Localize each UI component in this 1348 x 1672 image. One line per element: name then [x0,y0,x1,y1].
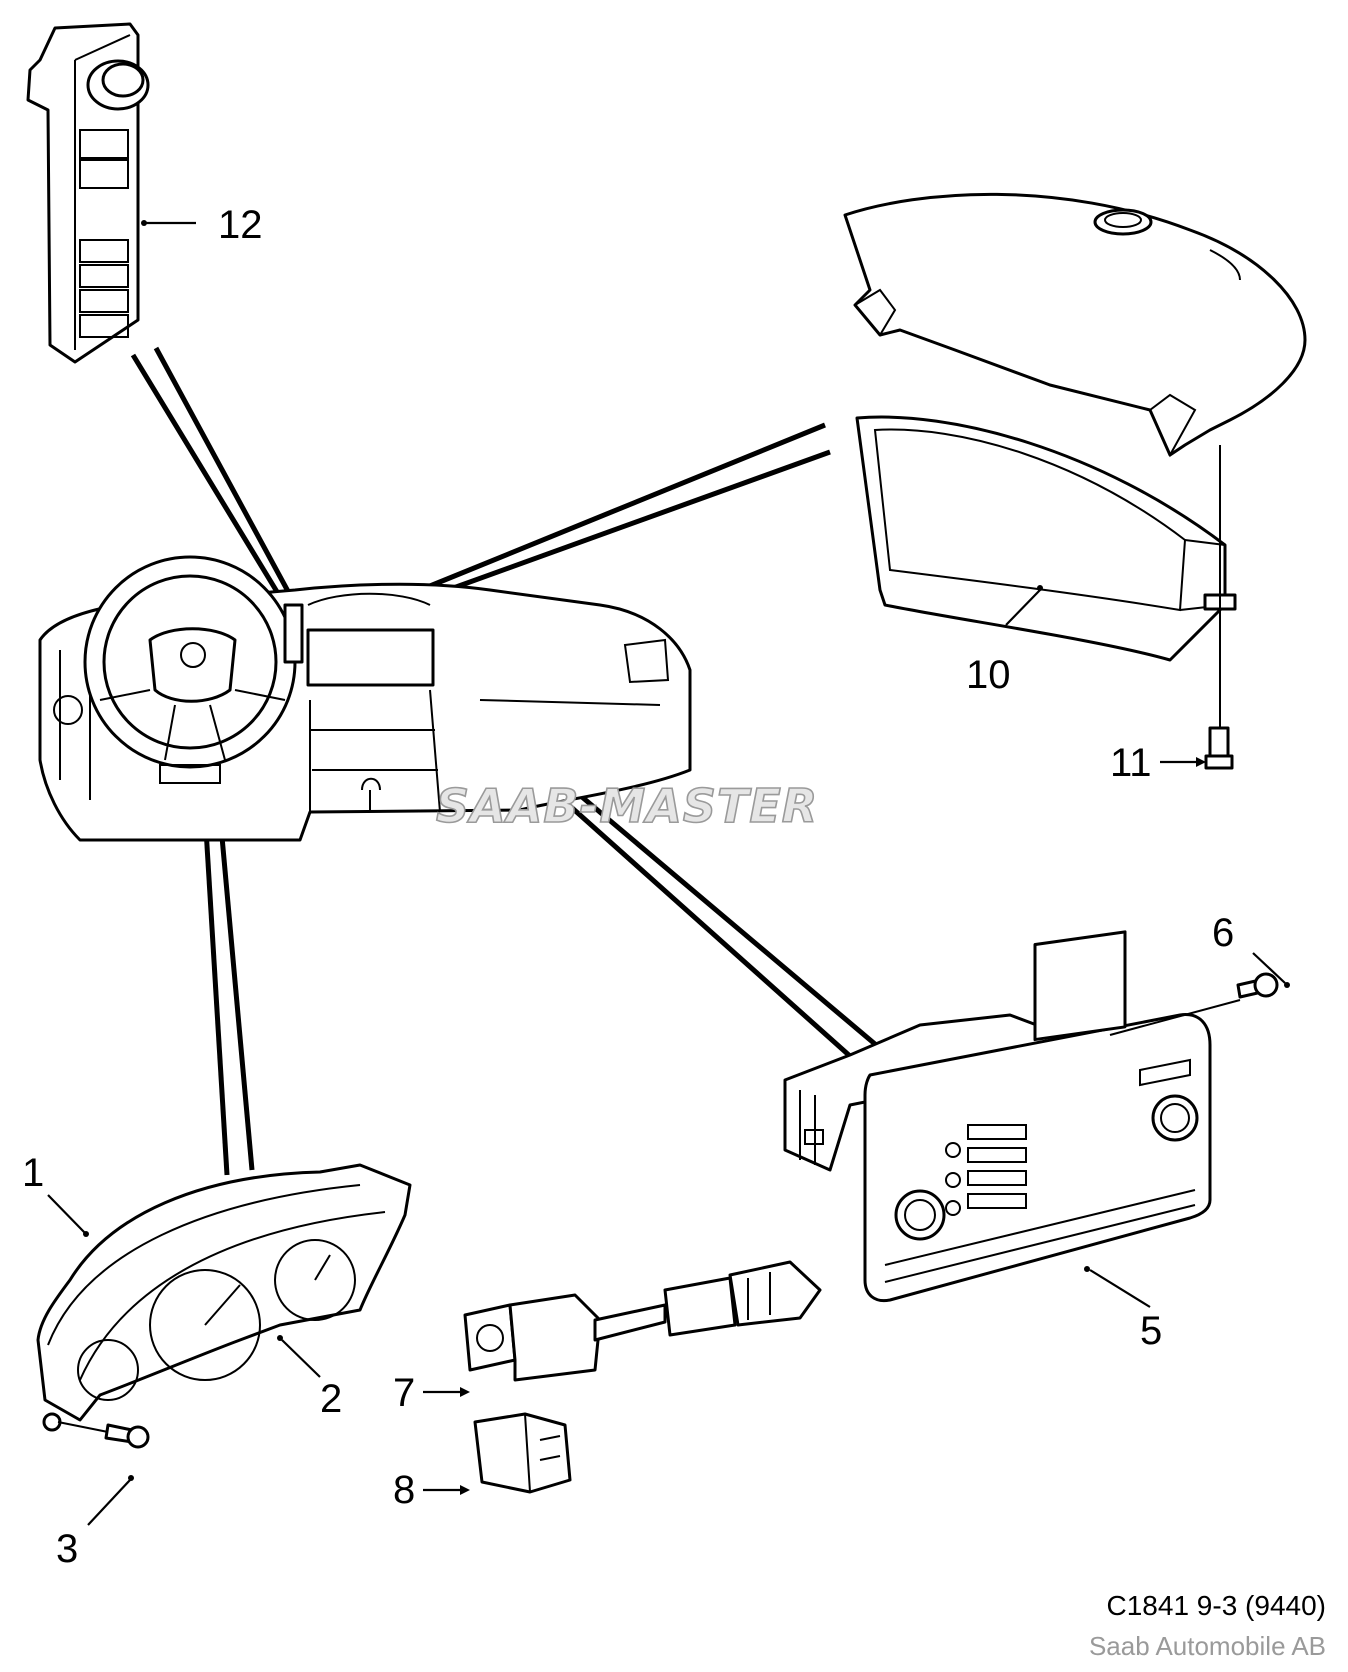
callout-1: 1 [22,1151,44,1195]
part-7-switch-harness [463,1260,822,1382]
callout-3: 3 [56,1527,78,1571]
callout-11: 11 [1110,741,1152,785]
callout-numbers: 12 10 11 6 1 5 2 7 8 3 [22,203,1234,1571]
leader-lines [47,220,1290,1526]
copyright-notice: Saab Automobile AB [1089,1631,1326,1661]
callout-10: 10 [966,653,1011,697]
callout-2: 2 [320,1377,342,1421]
part-8-blank-cover [473,1412,572,1494]
part-3-screw [57,1421,150,1449]
watermark: SAAB-MASTER [436,779,818,833]
callout-12: 12 [218,203,263,247]
part-11-screw [1204,445,1234,770]
diagram-reference: C1841 9-3 (9440) [1107,1590,1326,1621]
part-1-instrument-cluster [36,1163,412,1432]
callout-5: 5 [1140,1309,1162,1353]
dashboard-overview [38,555,692,842]
callout-7: 7 [393,1371,415,1415]
part-6-screw [1236,972,1279,999]
callout-6: 6 [1212,911,1234,955]
part-10-information-display [843,192,1307,662]
part-12-switch-panel [26,22,150,364]
callout-8: 8 [393,1468,415,1512]
part-5-climate-control-panel [783,930,1241,1303]
